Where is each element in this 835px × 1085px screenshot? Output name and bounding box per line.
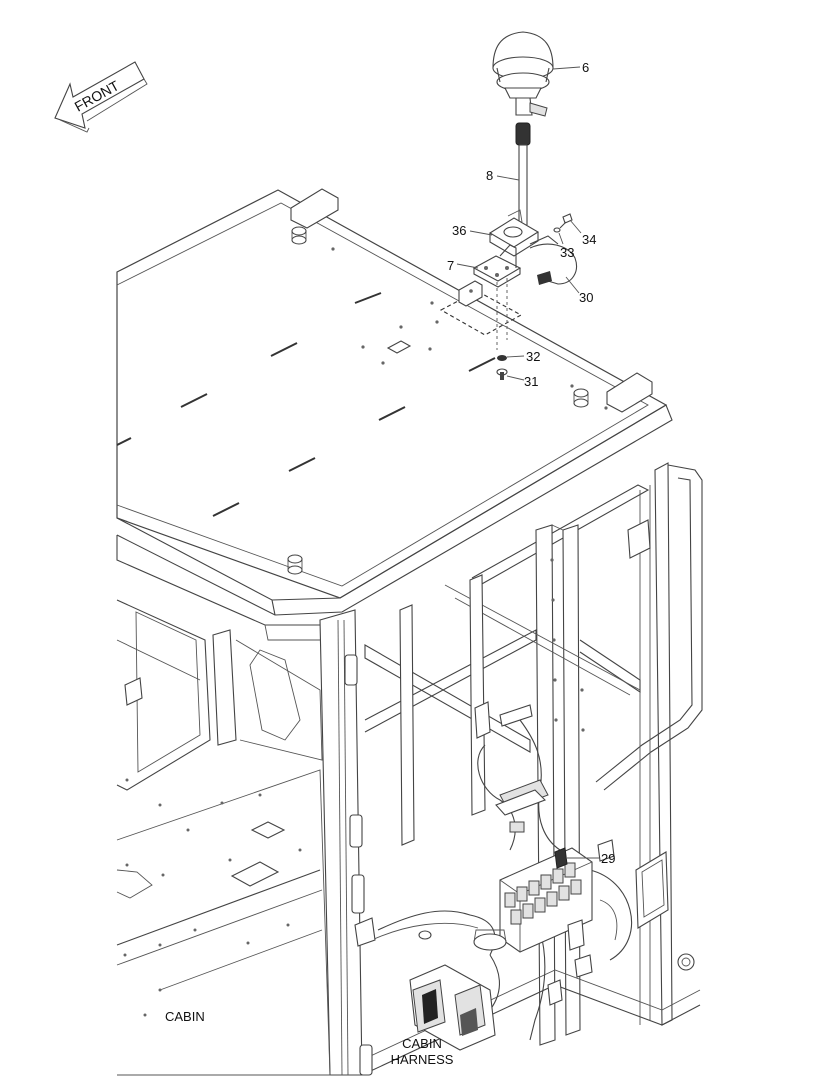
callout-30: 30 — [579, 290, 593, 305]
washer-32 — [497, 355, 507, 361]
beacon-assembly — [456, 31, 599, 859]
cabin-label: CABIN — [165, 1009, 205, 1024]
callout-8: 8 — [486, 168, 493, 183]
cab-roof — [116, 188, 673, 641]
callout-31: 31 — [524, 374, 538, 389]
base-bracket-7 — [472, 244, 522, 288]
bolt-31 — [496, 368, 508, 380]
area-labels: CABIN CABIN HARNESS — [165, 1009, 454, 1067]
mounting-bracket-36 — [488, 209, 540, 257]
callout-32: 32 — [526, 349, 540, 364]
beacon-pole — [515, 122, 531, 225]
cabin-harness-label-line2: HARNESS — [391, 1052, 454, 1067]
cab-interior — [116, 599, 331, 1076]
callout-7: 7 — [447, 258, 454, 273]
callout-36: 36 — [452, 223, 466, 238]
front-arrow: FRONT — [54, 61, 148, 133]
callout-6: 6 — [582, 60, 589, 75]
washer-33 — [553, 227, 561, 233]
callout-33: 33 — [560, 245, 574, 260]
beacon-light — [492, 31, 554, 117]
screw-34 — [559, 213, 573, 229]
beacon-wire-30 — [529, 235, 577, 285]
cabin-harness — [354, 701, 633, 1051]
relay-part-29 — [554, 847, 568, 869]
callouts: 6 8 36 7 33 34 30 32 31 29 — [447, 60, 615, 866]
cabin-harness-label-line1: CABIN — [402, 1036, 442, 1051]
callout-29: 29 — [601, 851, 615, 866]
callout-34: 34 — [582, 232, 596, 247]
fuse-block — [504, 862, 582, 925]
